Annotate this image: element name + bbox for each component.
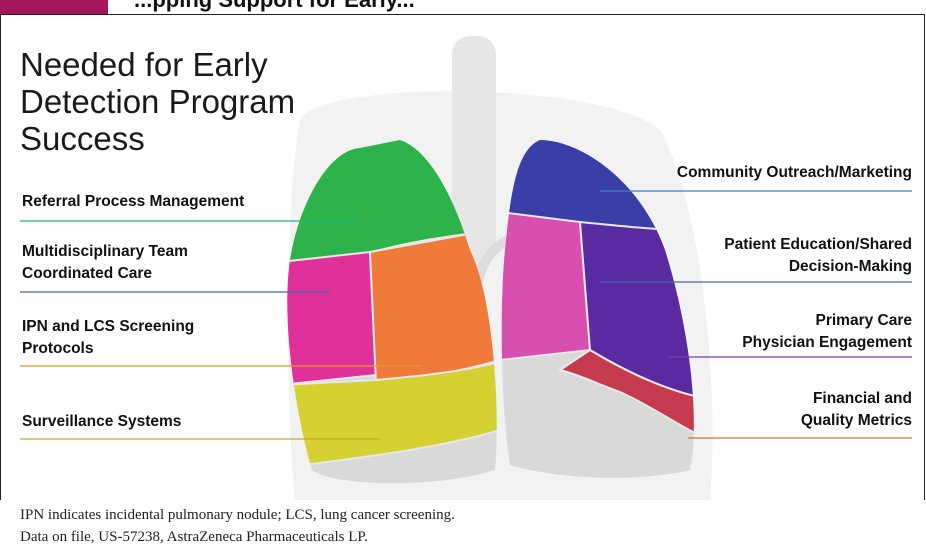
label-referral-process: Referral Process Management <box>22 191 244 213</box>
puzzle-magenta <box>280 252 376 385</box>
label-surveillance: Surveillance Systems <box>22 411 181 433</box>
label-financial-quality: Financial and Quality Metrics <box>801 388 912 432</box>
puzzle-pink <box>500 212 590 360</box>
label-primary-care: Primary Care Physician Engagement <box>742 310 912 354</box>
footnote-data-source: Data on file, US-57238, AstraZeneca Phar… <box>20 529 368 546</box>
label-ipn-lcs: IPN and LCS Screening Protocols <box>22 316 194 360</box>
footnote-abbreviations: IPN indicates incidental pulmonary nodul… <box>20 507 455 524</box>
label-multidisciplinary-team: Multidisciplinary Team Coordinated Care <box>22 241 188 285</box>
diagram-heading: Needed for Early Detection Program Succe… <box>20 46 295 157</box>
label-community-outreach: Community Outreach/Marketing <box>677 162 912 184</box>
heading-line-2: Detection Program <box>20 83 295 120</box>
label-patient-education: Patient Education/Shared Decision-Making <box>724 234 912 278</box>
heading-line-3: Success <box>20 120 295 157</box>
heading-line-1: Needed for Early <box>20 46 295 83</box>
